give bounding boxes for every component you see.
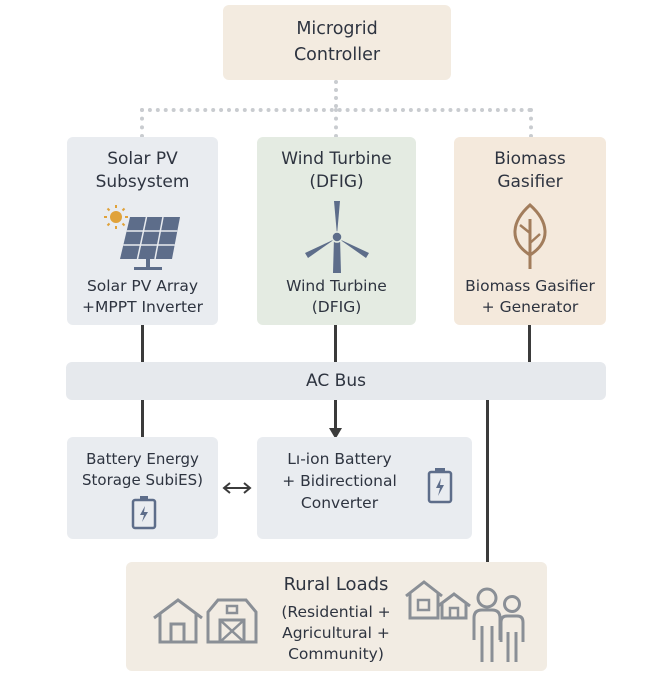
- bus-loads-arrow-line: [486, 400, 489, 570]
- biomass-desc-line1: Biomass Gasifier: [465, 277, 595, 295]
- solar-desc-line2: +MPPT Inverter: [82, 298, 203, 316]
- houses-icon: [405, 580, 471, 620]
- wind-desc-line1: Wind Turbine: [286, 277, 387, 295]
- biomass-gasifier-box: Biomass Gasifier Biomass Gasifier + Gene…: [454, 137, 606, 325]
- solar-panel-icon: [104, 205, 180, 270]
- loads-line2: Agricultural +: [282, 624, 390, 642]
- bidirectional-arrow: [219, 478, 255, 498]
- biomass-bus-connector: [528, 325, 531, 363]
- loads-line1: (Residential +: [281, 603, 391, 621]
- wind-bus-connector: [334, 325, 337, 363]
- biomass-title-line1: Biomass: [494, 149, 566, 169]
- biomass-desc-line2: + Generator: [481, 298, 579, 316]
- li-ion-battery-box: Lı-ion Battery + Bidirectional Converter: [257, 437, 472, 539]
- battery-icon: [131, 496, 157, 530]
- battery-storage-box: Battery Energy Storage SubiES): [67, 437, 218, 539]
- wind-turbine-icon: [305, 201, 369, 273]
- controller-title-line2: Controller: [293, 45, 381, 65]
- house-icon: [153, 598, 203, 644]
- storage-line2: Storage SubiES): [81, 471, 204, 489]
- biomass-title-line2: Gasifier: [497, 172, 563, 192]
- people-icon: [472, 587, 525, 662]
- loads-line3: Community): [288, 645, 384, 663]
- rural-loads-box: Rural Loads (Residential + Agricultural …: [126, 562, 547, 671]
- bus-storage-connector: [141, 400, 144, 438]
- ac-bus-label: AC Bus: [306, 371, 366, 391]
- wind-desc-line2: (DFIG): [311, 298, 362, 316]
- battery-icon: [427, 468, 453, 504]
- ac-bus-bar: AC Bus: [66, 362, 606, 400]
- controller-title-line1: Microgrid: [296, 19, 378, 39]
- wind-title-line2: (DFIG): [309, 172, 364, 192]
- solar-bus-connector: [141, 325, 144, 363]
- battery-line1: Lı-ion Battery: [287, 450, 392, 468]
- solar-title-line1: Solar PV: [107, 149, 178, 169]
- barn-icon: [206, 598, 258, 644]
- solar-title-line2: Subsystem: [95, 172, 190, 192]
- wind-title-line1: Wind Turbine: [281, 149, 392, 169]
- bus-battery-arrowhead: [329, 428, 342, 439]
- solar-pv-box: Solar PV Subsystem Solar PV Array +MPPT …: [67, 137, 218, 325]
- leaf-icon: [513, 202, 547, 269]
- loads-title: Rural Loads: [283, 574, 389, 595]
- storage-line1: Battery Energy: [86, 450, 199, 468]
- wind-turbine-box: Wind Turbine (DFIG) Wind Turbine (DFIG): [257, 137, 416, 325]
- solar-desc-line1: Solar PV Array: [86, 277, 199, 295]
- bus-battery-arrow-line: [334, 400, 337, 430]
- battery-line3: Converter: [300, 494, 379, 512]
- battery-line2: + Bidirectional: [282, 472, 397, 490]
- microgrid-controller-box: Microgrid Controller: [223, 5, 451, 80]
